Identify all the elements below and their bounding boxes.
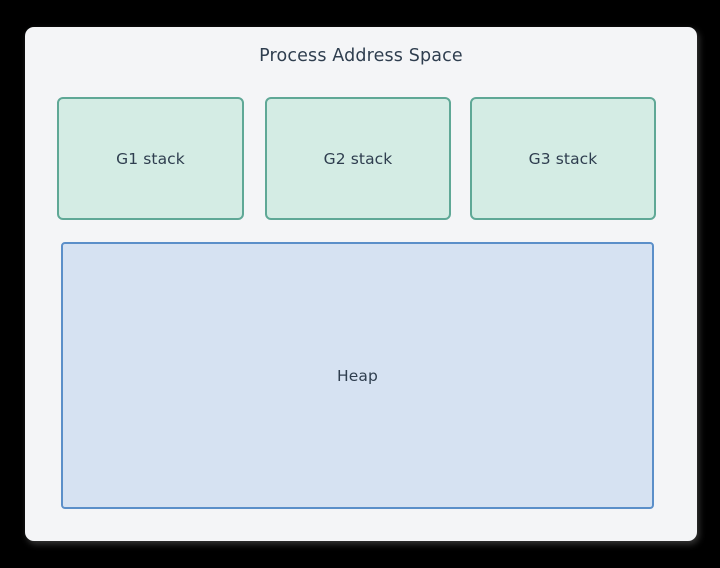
- stack-box-g2: G2 stack: [265, 97, 451, 220]
- stack-box-g1: G1 stack: [57, 97, 244, 220]
- process-address-space-panel: Process Address Space G1 stack G2 stack …: [25, 27, 697, 541]
- page-title: Process Address Space: [259, 46, 463, 66]
- goroutine-stacks-row: G1 stack G2 stack G3 stack: [57, 97, 656, 220]
- heap-box-label: Heap: [337, 366, 378, 385]
- stack-box-g3: G3 stack: [470, 97, 656, 220]
- stack-box-g1-label: G1 stack: [116, 149, 185, 168]
- stack-box-g3-label: G3 stack: [528, 149, 598, 168]
- stack-box-g2-label: G2 stack: [323, 149, 393, 168]
- heap-box: Heap: [61, 242, 654, 509]
